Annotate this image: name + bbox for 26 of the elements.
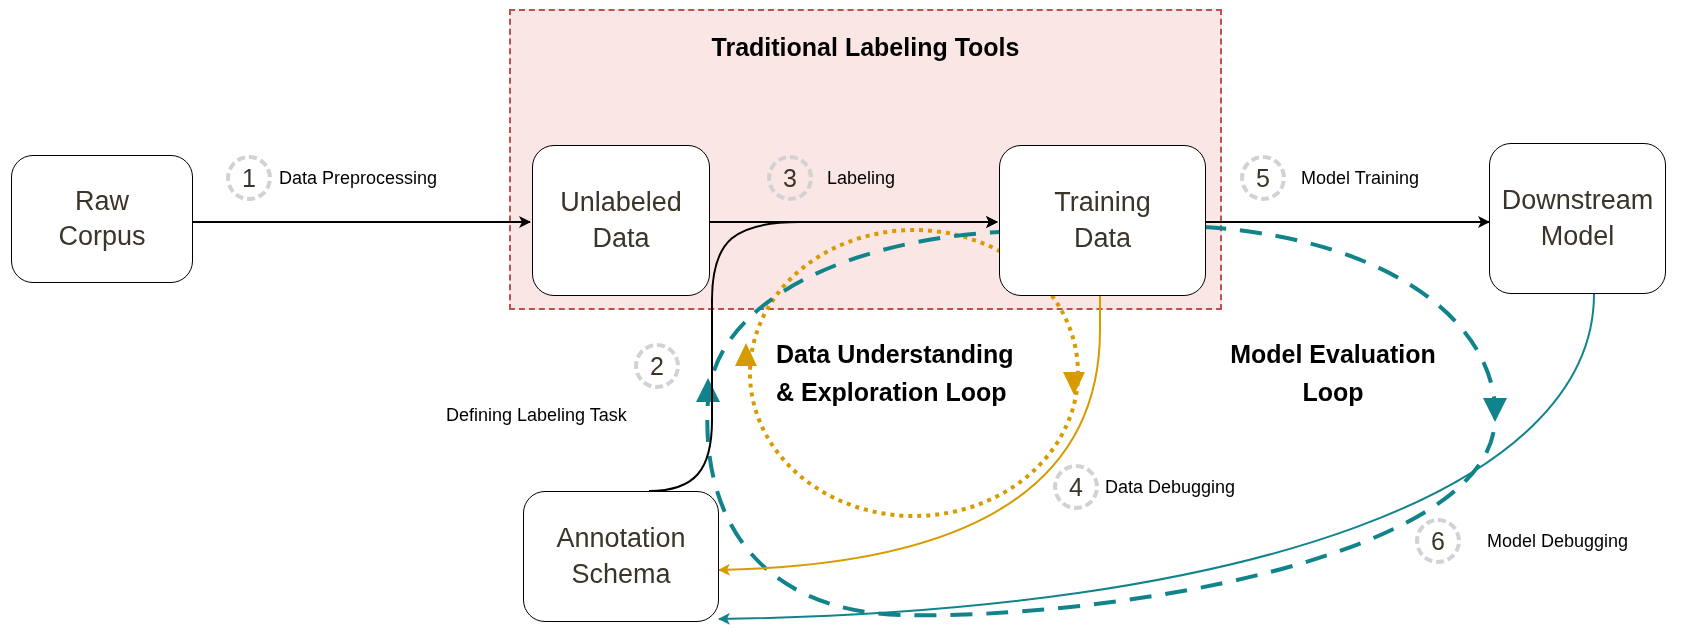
loop-label: Model Evaluation Loop [1229,339,1437,408]
arrow [718,293,1101,576]
arrow [192,216,531,228]
process-box: Annotation Schema [523,491,719,622]
edge-label: Model Debugging [1487,530,1629,553]
process-box: Training Data [999,145,1206,296]
tool-group-region [509,9,1222,310]
callout-number: 5 [1240,155,1286,201]
process-box: Raw Corpus [11,155,193,283]
group-title: Traditional Labeling Tools [710,33,1021,62]
arrow [648,216,998,492]
callout-number: 1 [226,155,272,201]
process-box: Downstream Model [1489,143,1666,294]
edge-label: Model Training [1301,167,1420,190]
edge-label: Labeling [827,167,896,190]
arrow [1203,216,1490,228]
callout-number: 6 [1415,518,1461,564]
edge-label: Data Preprocessing [279,167,438,190]
edge-label: Defining Labeling Task [446,404,627,427]
arrow [718,293,1595,625]
callout-number: 3 [767,155,813,201]
loop-label: Data Understanding & Exploration Loop [776,339,1015,408]
callout-number: 2 [634,343,680,389]
process-box: Unlabeled Data [532,145,710,296]
edge-label: Data Debugging [1105,476,1236,499]
callout-number: 4 [1053,464,1099,510]
